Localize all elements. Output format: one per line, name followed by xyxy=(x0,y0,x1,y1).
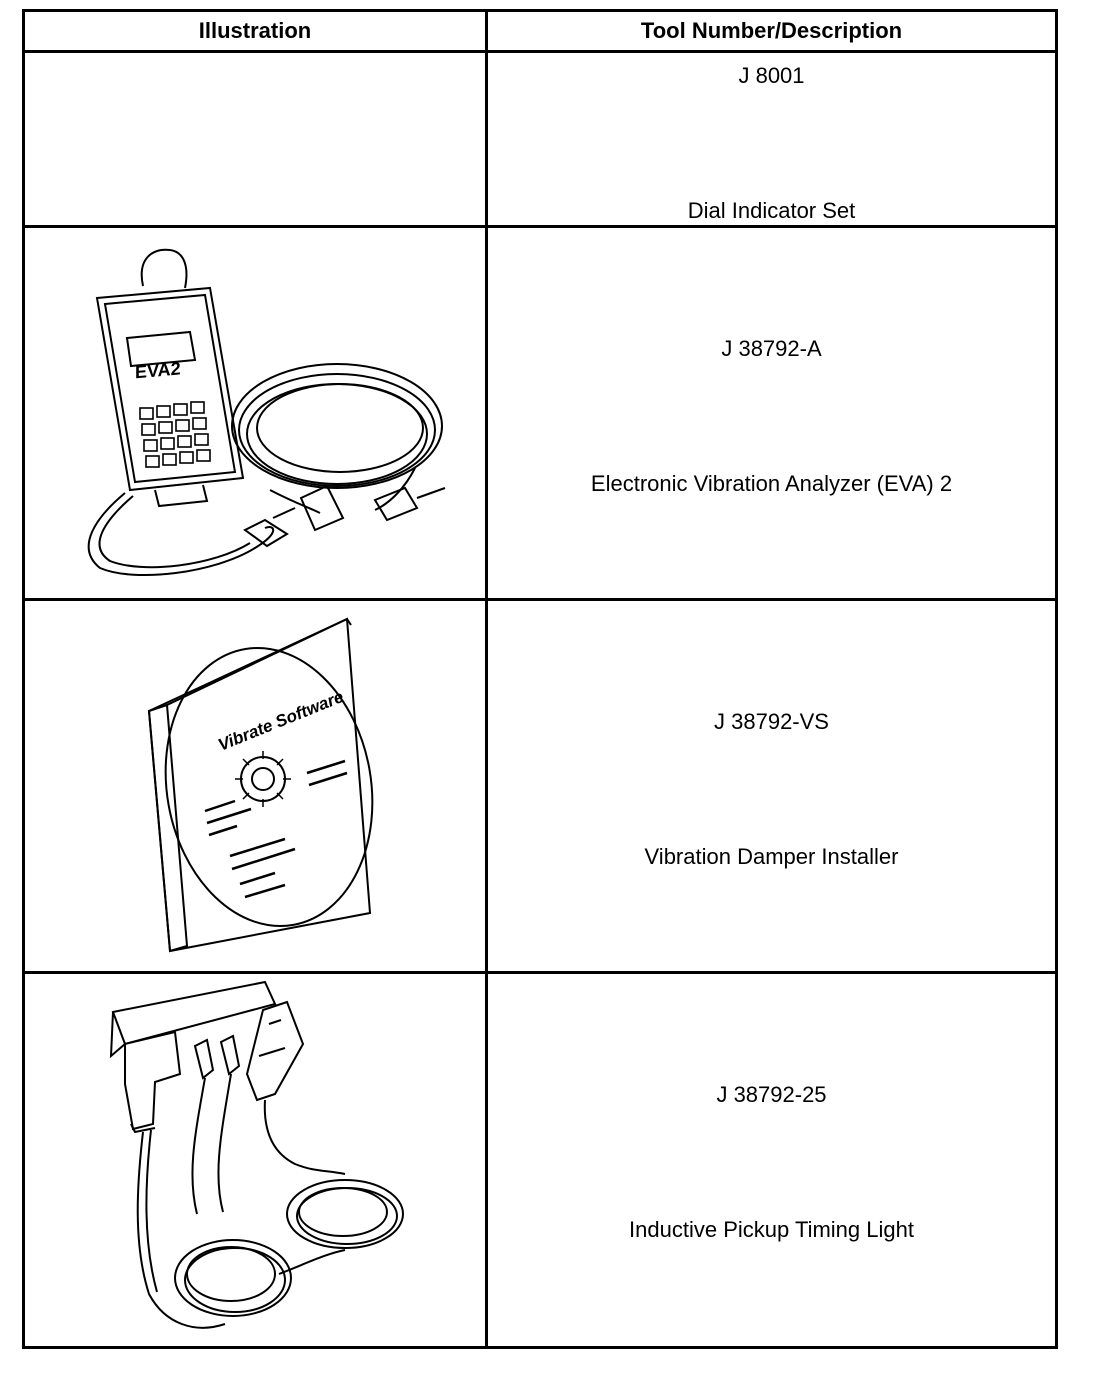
illustration-cell xyxy=(22,971,488,1349)
table-row: J 38792-25 Inductive Pickup Timing Light xyxy=(22,971,1058,1349)
illustration-cell: EVA2 xyxy=(22,225,488,601)
tool-number: J 38792-A xyxy=(721,336,822,361)
tool-cell: J 38792-25 Inductive Pickup Timing Light xyxy=(485,971,1058,1349)
tool-description: Electronic Vibration Analyzer (EVA) 2 xyxy=(590,471,953,496)
tool-description: Vibration Damper Installer xyxy=(644,844,899,869)
tool-number: J 38792-25 xyxy=(716,1082,827,1107)
tool-number: J 8001 xyxy=(738,63,805,88)
software-cd-icon: Vibrate Software xyxy=(147,617,374,953)
table-row: EVA2 xyxy=(22,225,1058,601)
header-row: Illustration Tool Number/Description xyxy=(22,9,1058,53)
tool-cell: J 38792-A Electronic Vibration Analyzer … xyxy=(485,225,1058,601)
illustration-cell: Vibrate Software xyxy=(22,598,488,974)
table-row: J 8001 Dial Indicator Set xyxy=(22,50,1058,228)
tool-table: Illustration Tool Number/Description J 8… xyxy=(22,9,1058,1349)
timing-light-icon xyxy=(109,980,404,1329)
header-tool-description: Tool Number/Description xyxy=(485,9,1058,53)
tool-cell: J 8001 Dial Indicator Set xyxy=(485,50,1058,228)
tool-cell: J 38792-VS Vibration Damper Installer xyxy=(485,598,1058,974)
tool-description: Dial Indicator Set xyxy=(687,198,856,223)
vibration-analyzer-icon: EVA2 xyxy=(87,248,446,577)
header-illustration: Illustration xyxy=(22,9,488,53)
table-row: Vibrate Software xyxy=(22,598,1058,974)
tool-description: Inductive Pickup Timing Light xyxy=(629,1217,914,1242)
illustration-cell-empty xyxy=(22,50,488,228)
analyzer-logo: EVA2 xyxy=(135,358,181,382)
tool-number: J 38792-VS xyxy=(714,709,829,734)
